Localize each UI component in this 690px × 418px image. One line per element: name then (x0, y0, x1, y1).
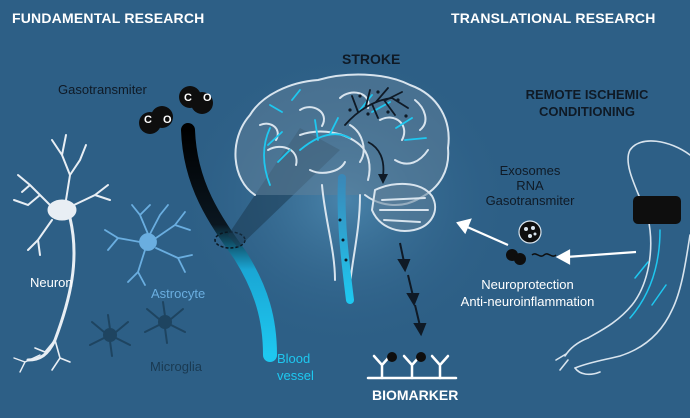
ric-heading-line-1: REMOTE ISCHEMIC (525, 87, 649, 102)
ric-heading-line-2: CONDITIONING (538, 104, 636, 119)
blood-vessel-label: Blood vessel (277, 350, 314, 384)
biomarker-label: BIOMARKER (372, 387, 459, 403)
blood-vessel (181, 123, 277, 362)
neuron-label: Neuron (30, 275, 73, 290)
translational-research-heading: TRANSLATIONAL RESEARCH (451, 10, 656, 26)
neuron-illustration (13, 134, 111, 373)
brain-illustration (234, 73, 450, 286)
astrocyte-label: Astrocyte (151, 286, 206, 301)
co-molecule-1 (139, 106, 173, 134)
microglia-illustration (89, 301, 186, 357)
blood-vessel-line-1: Blood (277, 351, 311, 366)
astrocyte-illustration (104, 204, 193, 286)
stroke-flow-arrow (367, 141, 385, 177)
exosomes-label: Exosomes (499, 163, 561, 178)
stem-dots (338, 218, 348, 262)
rna-strand-icon (531, 253, 557, 257)
blood-vessel-line-2: vessel (277, 368, 314, 383)
co-molecule-1-label: C O (144, 114, 176, 126)
stroke-dots (348, 90, 408, 118)
ric-effects: Neuroprotection Anti-neuroinflammation (440, 276, 615, 310)
gasotransmitter-label-left: Gasotransmiter (58, 82, 147, 97)
translational-arrows (456, 218, 637, 265)
exosome-icon (518, 220, 542, 244)
biomarker-arrows (397, 242, 427, 337)
stroke-label: STROKE (342, 51, 401, 67)
microglia-label: Microglia (150, 359, 203, 374)
gasotransmitter-label-right: Gasotransmiter (485, 193, 575, 208)
gasotransmitter-particle (506, 249, 526, 265)
ric-mediators: Exosomes RNA Gasotransmiter (470, 163, 590, 208)
brain-vasculature (263, 89, 427, 186)
neuroprotection-label: Neuroprotection (481, 277, 574, 292)
fundamental-research-heading: FUNDAMENTAL RESEARCH (12, 10, 205, 26)
co-molecule-2 (179, 86, 213, 114)
biomarker-ligands (387, 352, 426, 362)
anti-neuroinflammation-label: Anti-neuroinflammation (460, 294, 595, 309)
co-molecule-2-label: C O (184, 92, 216, 104)
arm-vessels (629, 229, 667, 319)
stroke-flow-arrowhead (378, 174, 388, 184)
biomarker-receptors (366, 354, 458, 380)
rna-label: RNA (516, 178, 544, 193)
blood-pressure-cuff (633, 196, 681, 224)
ric-heading: REMOTE ISCHEMIC CONDITIONING (512, 86, 662, 120)
stroke-lesion (344, 87, 409, 126)
